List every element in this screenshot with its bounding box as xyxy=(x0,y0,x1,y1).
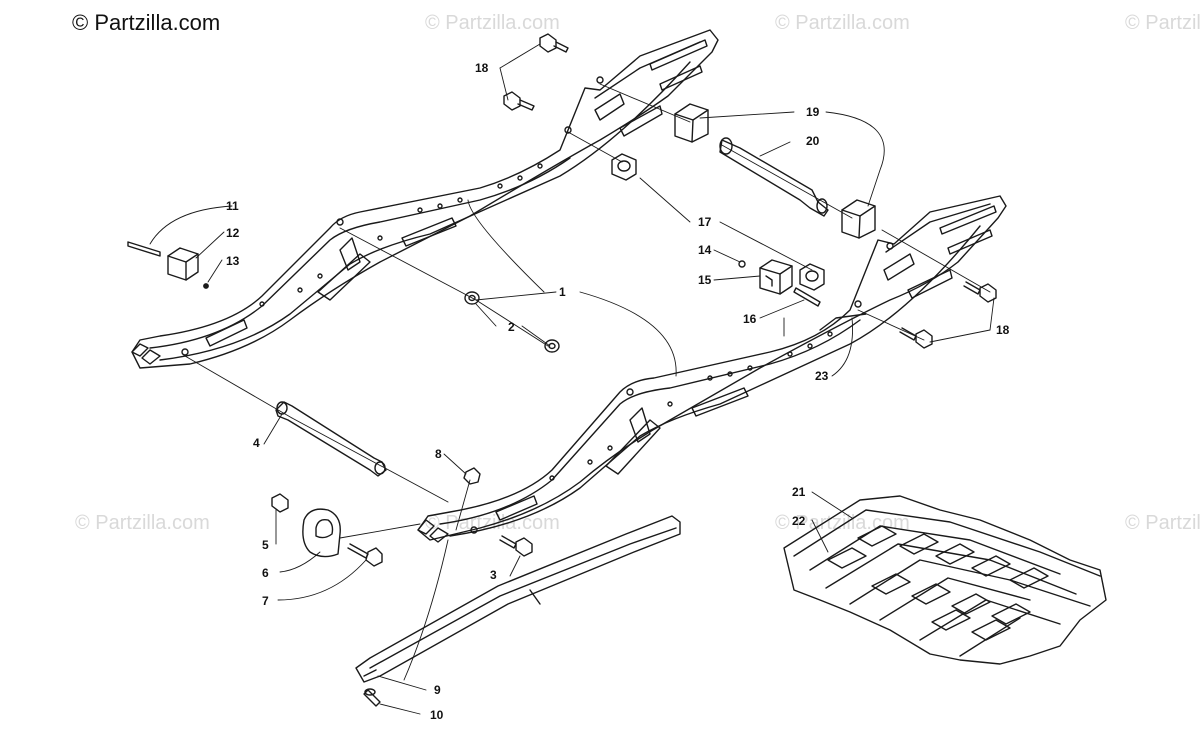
callout-12: 12 xyxy=(226,226,240,240)
part-17-bushing xyxy=(799,263,825,291)
part-15-block xyxy=(759,259,793,295)
callout-3: 3 xyxy=(490,568,497,582)
part-14-nut xyxy=(738,260,746,268)
callout-2: 2 xyxy=(508,320,515,334)
watermark: © Partzilla.com xyxy=(75,512,210,534)
part-18-bolt xyxy=(899,327,933,349)
part-13-nut xyxy=(203,283,209,289)
part-22-track-clip xyxy=(827,525,1049,641)
watermark: © Partzilla.com xyxy=(775,12,910,34)
part-7-bolt xyxy=(347,543,383,567)
part-16-screw xyxy=(793,287,821,307)
part-19-block xyxy=(674,103,709,143)
part-3-bolt xyxy=(499,535,533,557)
watermark: © Partzilla.com xyxy=(1125,512,1200,534)
part-18-bolt xyxy=(539,33,569,53)
callout-18: 18 xyxy=(475,61,489,75)
callout-8: 8 xyxy=(435,447,442,461)
watermark-main: © Partzilla.com xyxy=(72,10,221,35)
callout-1: 1 xyxy=(559,285,566,299)
part-17-bushing xyxy=(611,153,637,181)
callout-7: 7 xyxy=(262,594,269,608)
callout-10: 10 xyxy=(430,708,444,722)
part-21-track-section xyxy=(783,495,1107,665)
part-12-block xyxy=(167,247,199,281)
leader-lines xyxy=(149,43,995,715)
part-11-screw xyxy=(127,241,161,257)
part-9-wear-strip xyxy=(355,515,681,683)
callout-5: 5 xyxy=(262,538,269,552)
part-6-slide-block xyxy=(302,508,341,558)
callout-16: 16 xyxy=(743,312,757,326)
part-8-nut xyxy=(455,467,481,531)
callout-13: 13 xyxy=(226,254,240,268)
callout-9: 9 xyxy=(434,683,441,697)
watermark: © Partzilla.com xyxy=(425,512,560,534)
callout-18: 18 xyxy=(996,323,1010,337)
part-18-bolt xyxy=(503,91,535,111)
left-rail xyxy=(131,29,719,369)
callout-4: 4 xyxy=(253,436,260,450)
callout-22: 22 xyxy=(792,514,806,528)
callout-20: 20 xyxy=(806,134,820,148)
part-2-washer xyxy=(544,339,560,353)
watermark: © Partzilla.com xyxy=(1125,12,1200,34)
callout-11: 11 xyxy=(226,199,239,213)
callout-14: 14 xyxy=(698,243,712,257)
part-19-block xyxy=(841,199,876,239)
right-rail xyxy=(417,195,1007,543)
callout-21: 21 xyxy=(792,485,806,499)
callout-17: 17 xyxy=(698,215,712,229)
callout-15: 15 xyxy=(698,273,712,287)
part-20-axle xyxy=(719,137,829,217)
part-2-washer xyxy=(464,291,480,305)
callout-6: 6 xyxy=(262,566,269,580)
part-18-bolt xyxy=(963,281,997,303)
callout-23: 23 xyxy=(815,369,829,383)
part-10-screw xyxy=(363,688,381,707)
callout-19: 19 xyxy=(806,105,820,119)
watermark: © Partzilla.com xyxy=(425,12,560,34)
part-5-nut xyxy=(271,493,289,513)
